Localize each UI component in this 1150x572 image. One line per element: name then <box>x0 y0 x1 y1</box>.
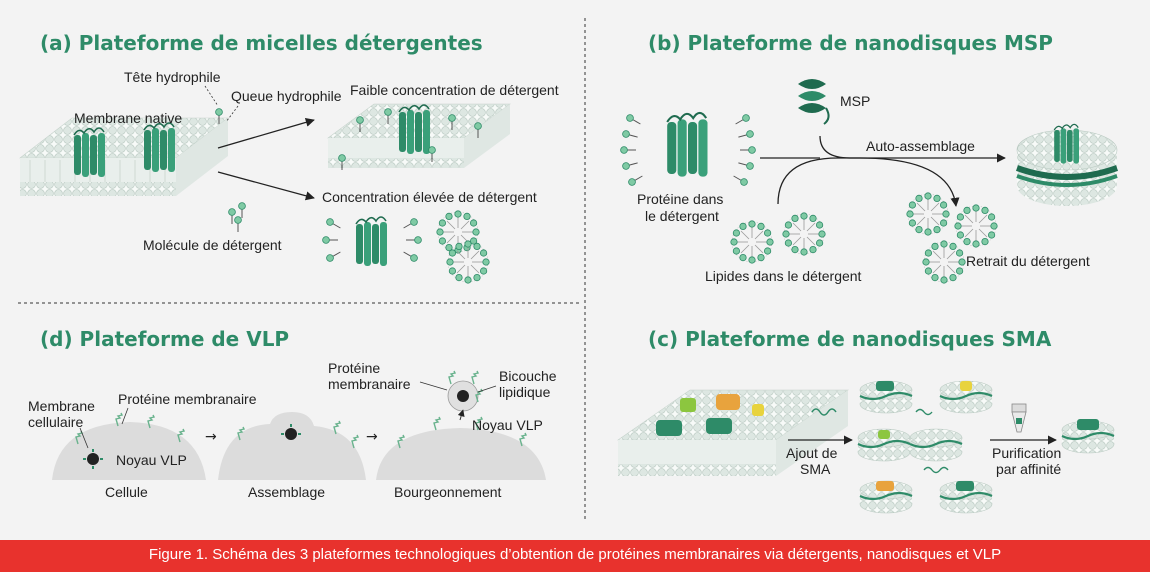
bilayer-label-1: Bicouche <box>499 368 557 384</box>
head-label: Tête hydrophile <box>124 69 221 85</box>
affinity-column <box>1011 403 1027 433</box>
sma-polymer <box>811 408 837 416</box>
arrow-detergent-removal <box>777 157 960 207</box>
molecule-label: Molécule de détergent <box>143 237 282 253</box>
low-concentration-label: Faible concentration de détergent <box>350 82 559 98</box>
sma-membrane <box>617 389 849 476</box>
add-sma-label-2: SMA <box>800 461 831 477</box>
msp-protein <box>798 79 830 125</box>
tail-label: Queue hydrophile <box>231 88 342 104</box>
vlp-core-2 <box>281 424 301 440</box>
membrane-protein-label-2a: Protéine <box>328 360 380 376</box>
purification-label-2: par affinité <box>996 461 1061 477</box>
membrane-protein-label: Protéine membranaire <box>118 391 257 407</box>
bilayer-label-2: lipidique <box>499 384 551 400</box>
protein-detergent-micelle <box>322 216 422 267</box>
membrane-label: Membrane native <box>74 110 182 126</box>
panel-d: (d) Plateforme de VLP Membrane cellulair… <box>28 327 557 500</box>
panel-c-title: (c) Plateforme de nanodisques SMA <box>648 327 1052 351</box>
empty-micelles-removed <box>906 192 998 284</box>
lipid-micelle-2 <box>782 212 826 256</box>
vlp-core-label-1: Noyau VLP <box>116 452 187 468</box>
cell-1 <box>52 422 206 480</box>
arrow-low-concentration <box>217 117 315 149</box>
budded-vlp <box>447 370 483 412</box>
arrow-high-concentration <box>217 171 315 201</box>
empty-micelle-2 <box>446 240 490 284</box>
removal-label: Retrait du détergent <box>966 253 1090 269</box>
detergent-molecules <box>228 202 246 233</box>
protein-label-1: Protéine dans <box>637 191 723 207</box>
panel-d-title: (d) Plateforme de VLP <box>40 327 289 351</box>
protein-label-2: le détergent <box>645 208 719 224</box>
panel-a-title: (a) Plateforme de micelles détergentes <box>40 31 483 55</box>
self-assembly-label: Auto-assemblage <box>866 138 975 154</box>
low-concentration-membrane <box>327 103 511 171</box>
msp-label: MSP <box>840 93 870 109</box>
sma-nanodiscs-mixture <box>856 379 994 515</box>
panel-c: (c) Plateforme de nanodisques SMA Ajout … <box>617 327 1116 515</box>
panel-b: (b) Plateforme de nanodisques MSP Protéi… <box>620 31 1119 284</box>
vlp-core-label-2: Noyau VLP <box>472 417 543 433</box>
figure-caption: Figure 1. Schéma des 3 plateformes techn… <box>0 540 1150 572</box>
native-membrane <box>19 117 229 196</box>
stage-cell: Cellule <box>105 484 148 500</box>
diagram-canvas: (a) Plateforme de micelles détergentes T… <box>18 18 1119 522</box>
purification-label-1: Purification <box>992 445 1061 461</box>
stage-arrow-1: → <box>205 429 217 445</box>
high-concentration-label: Concentration élevée de détergent <box>322 189 537 205</box>
cell-3 <box>376 428 546 480</box>
msp-nanodisc <box>1015 123 1119 206</box>
cell-membrane-label-2: cellulaire <box>28 414 83 430</box>
vlp-core-1 <box>83 449 103 469</box>
cell-membrane-label-1: Membrane <box>28 398 95 414</box>
stage-assembly: Assemblage <box>248 484 325 500</box>
panel-b-title: (b) Plateforme de nanodisques MSP <box>648 31 1053 55</box>
lipid-micelle-1 <box>730 220 774 264</box>
lipids-label: Lipides dans le détergent <box>705 268 862 284</box>
membrane-protein-label-2b: membranaire <box>328 376 411 392</box>
purified-nanodisc <box>1060 419 1116 455</box>
stage-arrow-2: → <box>366 429 378 445</box>
protein-in-detergent <box>620 111 756 188</box>
panel-a: (a) Plateforme de micelles détergentes T… <box>19 31 559 284</box>
cell-2 <box>218 412 366 480</box>
stage-budding: Bourgeonnement <box>394 484 502 500</box>
add-sma-label-1: Ajout de <box>786 445 838 461</box>
